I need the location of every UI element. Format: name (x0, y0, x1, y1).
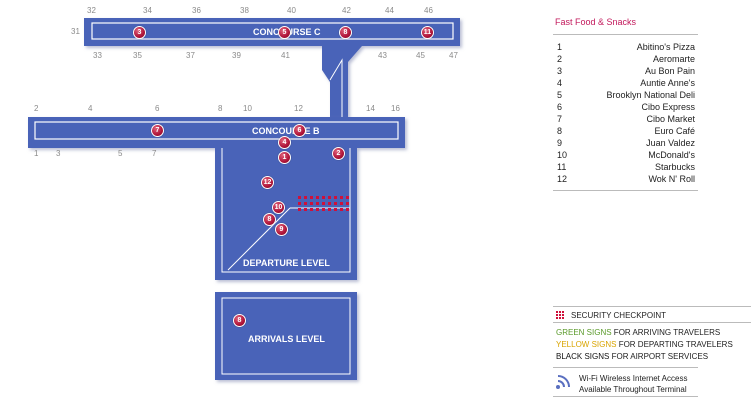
gate-label: 44 (385, 6, 394, 15)
gate-label: 5 (118, 149, 123, 158)
list-item-name[interactable]: Juan Valdez (646, 138, 695, 148)
yellow-signs-label: YELLOW SIGNS (556, 340, 617, 349)
gate-label: 3 (56, 149, 61, 158)
list-item-number: 2 (557, 54, 563, 64)
list-item-number: 12 (557, 174, 568, 184)
gate-label: 43 (378, 51, 387, 60)
gate-label: 36 (192, 6, 201, 15)
restaurant-pin[interactable]: 3 (133, 26, 146, 39)
green-signs-label: GREEN SIGNS (556, 328, 612, 337)
restaurant-pin[interactable]: 4 (278, 136, 291, 149)
list-item-number: 9 (557, 138, 563, 148)
list-item-name[interactable]: Euro Café (654, 126, 695, 136)
divider (553, 396, 698, 397)
gate-label: 14 (366, 104, 375, 113)
list-item-name[interactable]: Brooklyn National Deli (606, 90, 695, 100)
divider (553, 306, 751, 307)
gate-label: 46 (424, 6, 433, 15)
restaurant-pin[interactable]: 11 (421, 26, 434, 39)
list-item-number: 5 (557, 90, 563, 100)
gate-label: 12 (294, 104, 303, 113)
gate-label: 39 (232, 51, 241, 60)
black-signs-desc: FOR AIRPORT SERVICES (609, 352, 709, 361)
wifi-icon (556, 375, 570, 389)
restaurant-pin[interactable]: 7 (151, 124, 164, 137)
list-item-number: 10 (557, 150, 568, 160)
list-item-number: 1 (557, 42, 563, 52)
gate-label: 32 (87, 6, 96, 15)
restaurant-pin[interactable]: 9 (275, 223, 288, 236)
gate-label: 42 (342, 6, 351, 15)
gate-label: 7 (152, 149, 157, 158)
list-item-number: 8 (557, 126, 563, 136)
security-checkpoint-marker (298, 196, 349, 211)
list-item-name[interactable]: Auntie Anne's (640, 78, 695, 88)
gate-label: 33 (93, 51, 102, 60)
divider (553, 190, 698, 191)
gate-label: 38 (240, 6, 249, 15)
divider (553, 367, 698, 368)
gate-label: 31 (71, 27, 80, 36)
list-item-name[interactable]: Cibo Express (641, 102, 695, 112)
terminal-map-drawing (28, 18, 460, 380)
list-item-name[interactable]: Aeromarte (652, 54, 695, 64)
wifi-line-1: Wi-Fi Wireless Internet Access (579, 374, 688, 383)
concourse-b-shape (28, 117, 405, 280)
restaurant-pin[interactable]: 5 (278, 26, 291, 39)
gate-label: 1 (34, 149, 39, 158)
list-item-number: 3 (557, 66, 563, 76)
security-key: SECURITY CHECKPOINT (556, 311, 666, 320)
gate-label: 47 (449, 51, 458, 60)
list-item-name[interactable]: Au Bon Pain (644, 66, 695, 76)
restaurant-pin[interactable]: 12 (261, 176, 274, 189)
green-signs-key: GREEN SIGNS FOR ARRIVING TRAVELERS (556, 328, 720, 337)
concourse-c-shape (84, 18, 460, 117)
departure-level-label: DEPARTURE LEVEL (243, 258, 330, 268)
list-item-name[interactable]: Abitino's Pizza (636, 42, 695, 52)
terminal-map: CONCOURSE C CONCOURSE B DEPARTURE LEVEL … (28, 6, 460, 380)
restaurant-pin[interactable]: 8 (339, 26, 352, 39)
restaurant-pin[interactable]: 6 (293, 124, 306, 137)
gate-label: 37 (186, 51, 195, 60)
restaurant-pin[interactable]: 8 (233, 314, 246, 327)
gate-label: 41 (281, 51, 290, 60)
green-signs-desc: FOR ARRIVING TRAVELERS (611, 328, 721, 337)
arrivals-level-label: ARRIVALS LEVEL (248, 334, 325, 344)
black-signs-label: BLACK SIGNS (556, 352, 610, 361)
divider (553, 322, 751, 323)
concourse-b-label: CONCOURSE B (252, 126, 320, 136)
security-key-label: SECURITY CHECKPOINT (571, 311, 666, 320)
list-item-number: 4 (557, 78, 563, 88)
gate-label: 45 (416, 51, 425, 60)
list-item-name[interactable]: Starbucks (654, 162, 695, 172)
list-item-name[interactable]: McDonald's (648, 150, 695, 160)
black-signs-key: BLACK SIGNS FOR AIRPORT SERVICES (556, 352, 708, 361)
legend-title: Fast Food & Snacks (555, 17, 637, 27)
gate-label: 35 (133, 51, 142, 60)
list-item-name[interactable]: Cibo Market (646, 114, 695, 124)
list-item-number: 7 (557, 114, 563, 124)
restaurant-pin[interactable]: 8 (263, 213, 276, 226)
gate-label: 34 (143, 6, 152, 15)
divider (553, 34, 698, 35)
wifi-line-2: Available Throughout Terminal (579, 385, 687, 394)
gate-label: 10 (243, 104, 252, 113)
gate-label: 6 (155, 104, 160, 113)
yellow-signs-key: YELLOW SIGNS FOR DEPARTING TRAVELERS (556, 340, 733, 349)
gate-label: 2 (34, 104, 39, 113)
list-item-number: 6 (557, 102, 563, 112)
gate-label: 4 (88, 104, 93, 113)
gate-label: 8 (218, 104, 223, 113)
arrivals-shape (215, 292, 357, 380)
gate-label: 16 (391, 104, 400, 113)
list-item-number: 11 (557, 162, 567, 172)
restaurant-pin[interactable]: 10 (272, 201, 285, 214)
restaurant-pin[interactable]: 1 (278, 151, 291, 164)
restaurant-pin[interactable]: 2 (332, 147, 345, 160)
security-checkpoint-icon (556, 311, 564, 320)
list-item-name[interactable]: Wok N' Roll (648, 174, 695, 184)
gate-label: 40 (287, 6, 296, 15)
yellow-signs-desc: FOR DEPARTING TRAVELERS (616, 340, 733, 349)
